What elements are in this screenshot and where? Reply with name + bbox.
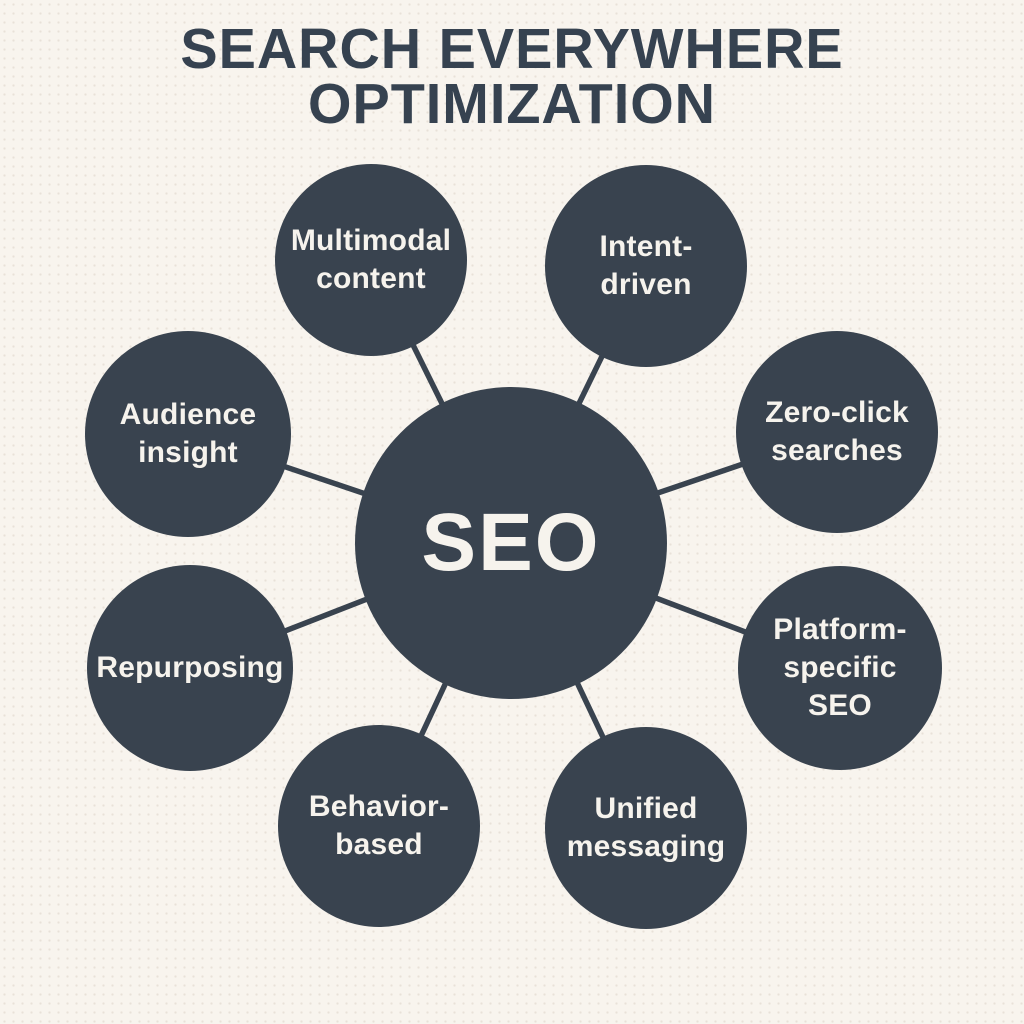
center-node-seo: SEO [355, 387, 667, 699]
node-label: Multimodal content [290, 224, 452, 295]
node-repurposing: Repurposing [87, 565, 293, 771]
node-label: Repurposing [96, 651, 284, 684]
node-zero-click-searches: Zero-click searches [736, 331, 938, 533]
node-intent-driven: Intent- driven [545, 165, 747, 367]
node-audience-insight: Audience insight [85, 331, 291, 537]
node-platform-specific-seo: Platform- specific SEO [738, 566, 942, 770]
page-title: SEARCH EVERYWHERE OPTIMIZATION [180, 17, 844, 136]
node-label: Unified messaging [566, 792, 726, 863]
node-multimodal-content: Multimodal content [275, 164, 467, 356]
node-label: Audience insight [119, 398, 257, 469]
node-label: Behavior- based [308, 790, 450, 861]
node-label: Zero-click searches [765, 396, 909, 467]
node-behavior-based: Behavior- based [278, 725, 480, 927]
node-unified-messaging: Unified messaging [545, 727, 747, 929]
node-label: Intent- driven [599, 230, 693, 301]
center-node-label: SEO [421, 497, 601, 588]
node-label: Platform- specific SEO [773, 613, 907, 722]
